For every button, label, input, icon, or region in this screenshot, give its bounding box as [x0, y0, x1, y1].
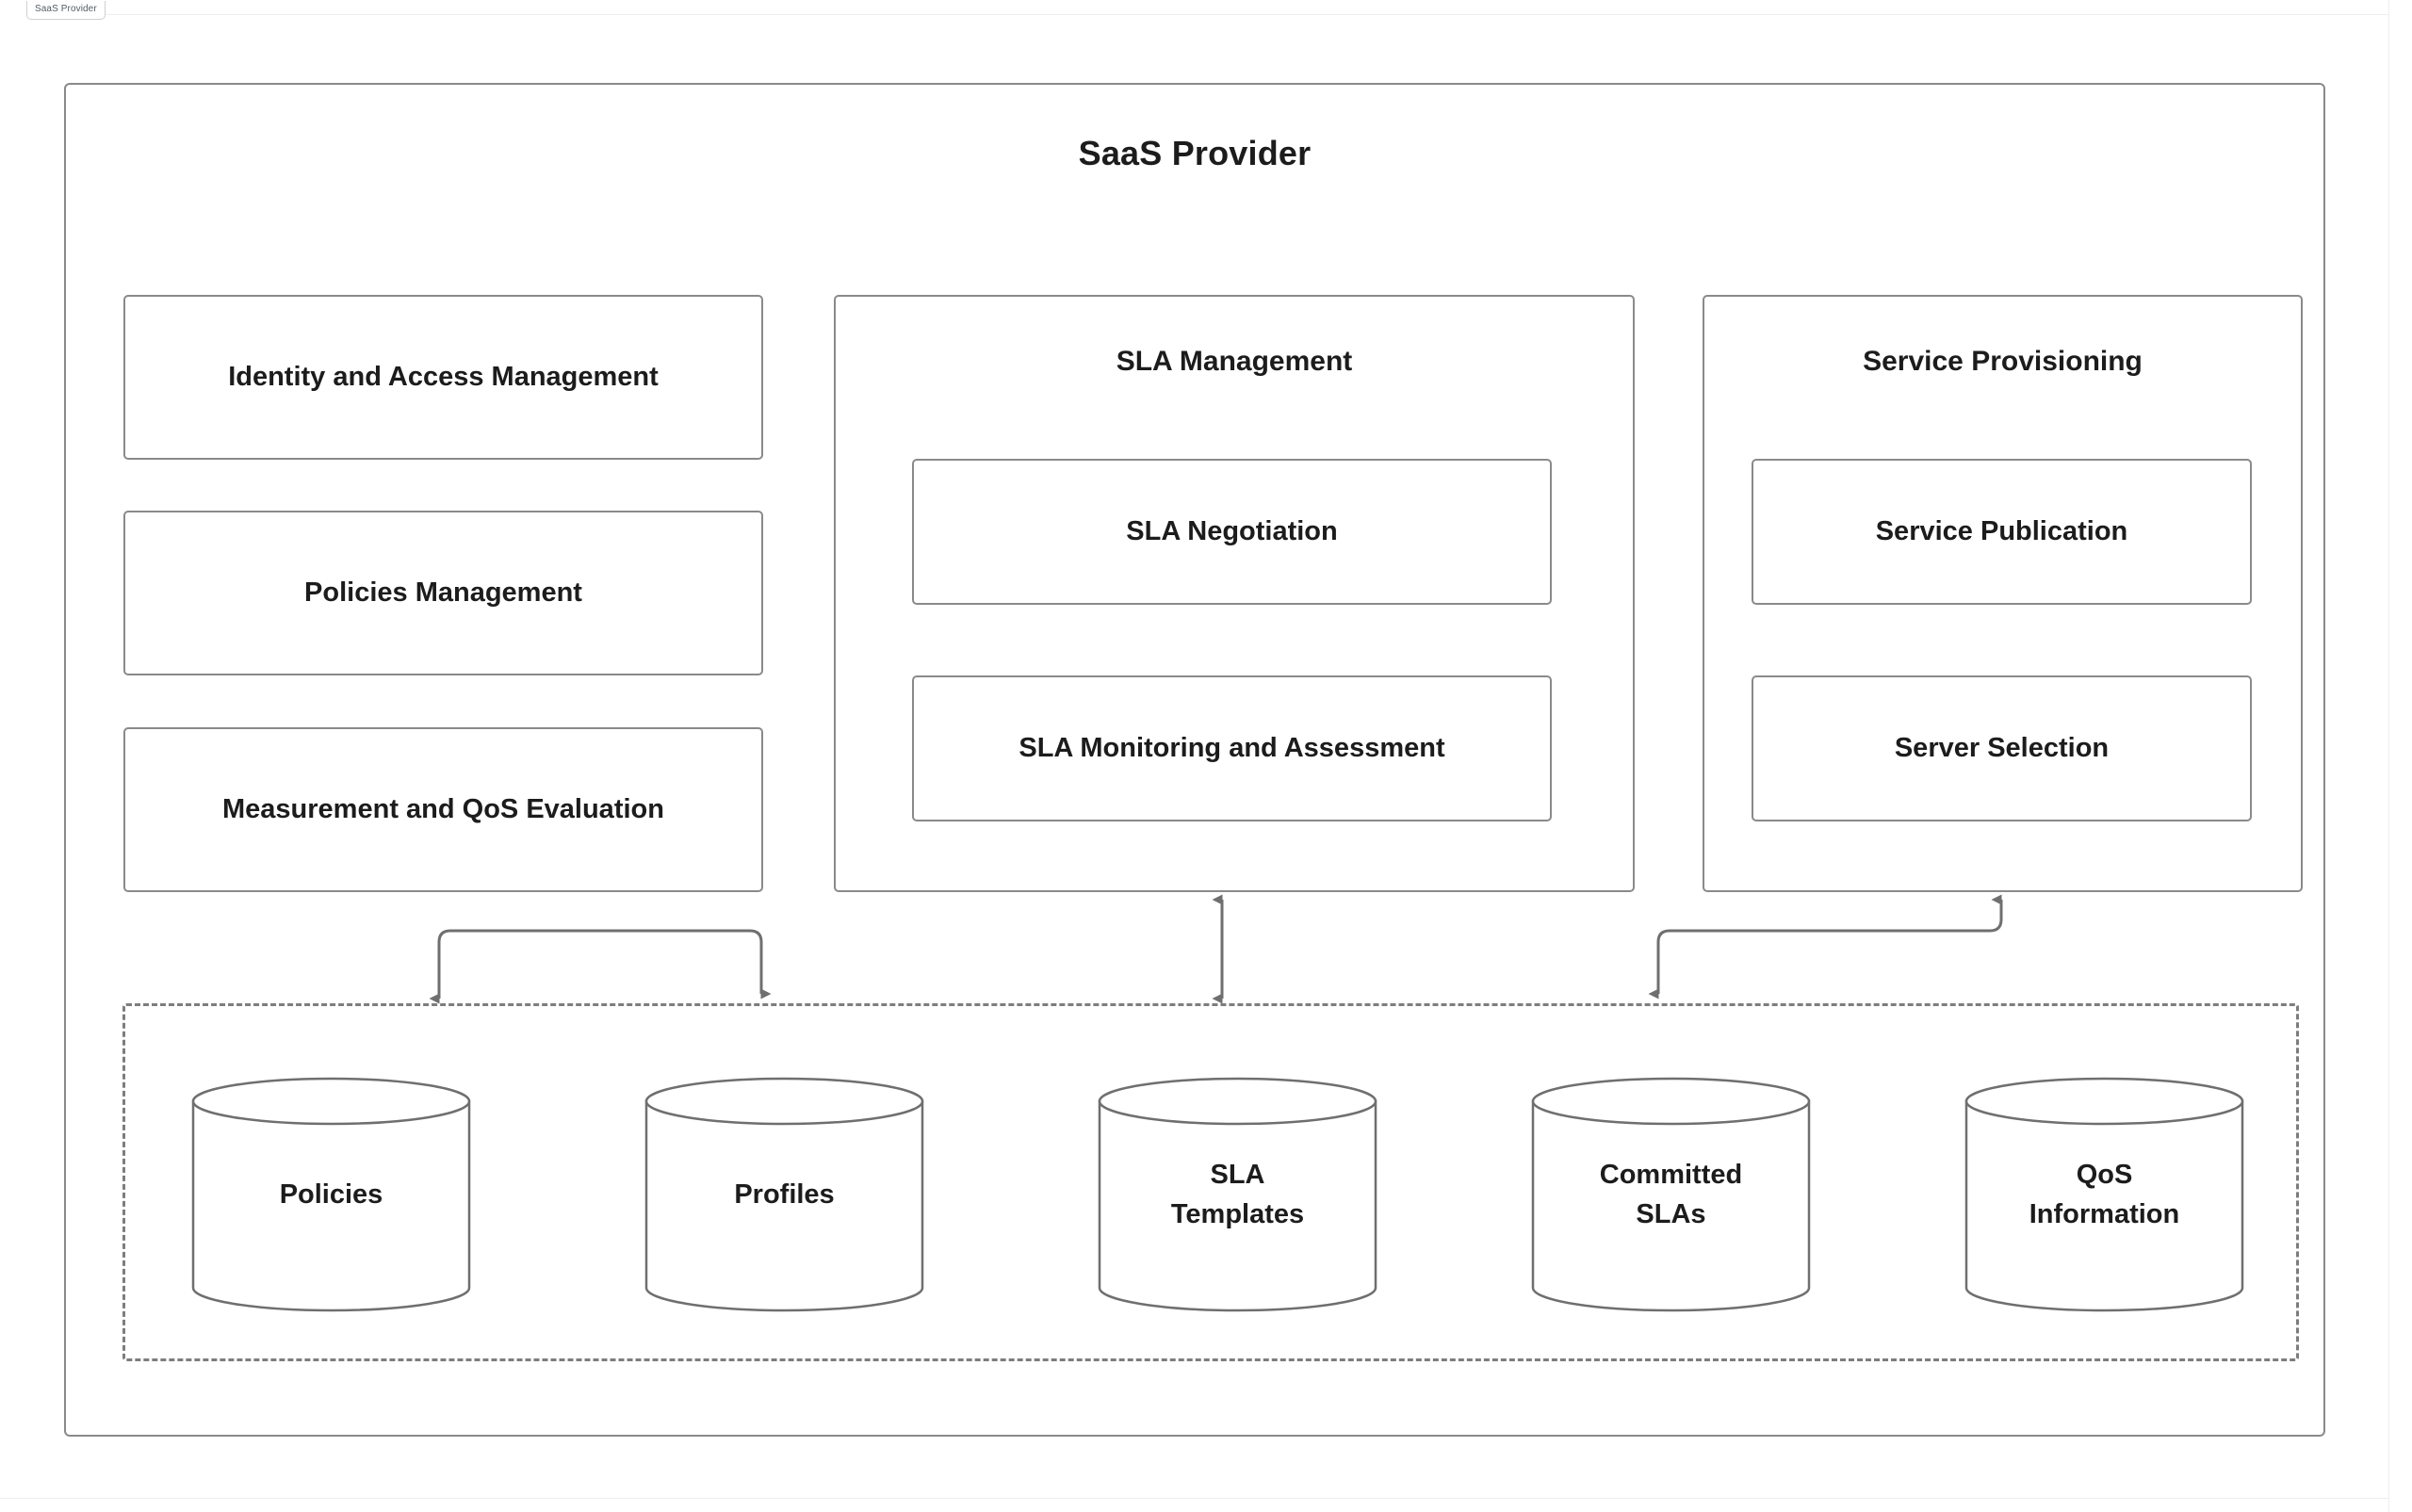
cylinder-shape [644, 1077, 924, 1312]
document-tab[interactable]: SaaS Provider [26, 1, 106, 20]
box-label: Server Selection [1894, 732, 2110, 763]
datastore-committed-slas[interactable]: Committed SLAs [1531, 1077, 1811, 1312]
cylinder-shape [1964, 1077, 2244, 1312]
box-measurement-and-qos-evaluation[interactable]: Measurement and QoS Evaluation [123, 727, 763, 892]
group-title: Service Provisioning [1863, 346, 2143, 377]
page-sheet-bottom-edge [0, 1498, 2388, 1499]
datastore-policies[interactable]: Policies [191, 1077, 471, 1312]
cylinder-shape [191, 1077, 471, 1312]
box-label: SLA Monitoring and Assessment [1019, 732, 1445, 763]
box-label: Service Publication [1875, 515, 2128, 546]
datastore-container [122, 1003, 2299, 1361]
cylinder-shape [1531, 1077, 1811, 1312]
page-sheet-top-edge [26, 14, 2388, 15]
box-policies-management[interactable]: Policies Management [123, 511, 763, 675]
box-label: Measurement and QoS Evaluation [222, 793, 664, 824]
datastore-qos-information[interactable]: QoS Information [1964, 1077, 2244, 1312]
page-title: SaaS Provider [1078, 134, 1312, 172]
box-label: Policies Management [304, 577, 582, 608]
box-service-publication[interactable]: Service Publication [1752, 459, 2252, 605]
box-server-selection[interactable]: Server Selection [1752, 675, 2252, 821]
page-sheet-right-edge [2388, 0, 2389, 1512]
cylinder-shape [1098, 1077, 1377, 1312]
box-label: SLA Negotiation [1126, 515, 1338, 546]
datastore-profiles[interactable]: Profiles [644, 1077, 924, 1312]
box-sla-negotiation[interactable]: SLA Negotiation [912, 459, 1552, 605]
box-identity-and-access-management[interactable]: Identity and Access Management [123, 295, 763, 460]
datastore-sla-templates[interactable]: SLA Templates [1098, 1077, 1377, 1312]
box-sla-monitoring-and-assessment[interactable]: SLA Monitoring and Assessment [912, 675, 1552, 821]
group-title: SLA Management [1116, 346, 1353, 377]
box-label: Identity and Access Management [228, 361, 659, 392]
